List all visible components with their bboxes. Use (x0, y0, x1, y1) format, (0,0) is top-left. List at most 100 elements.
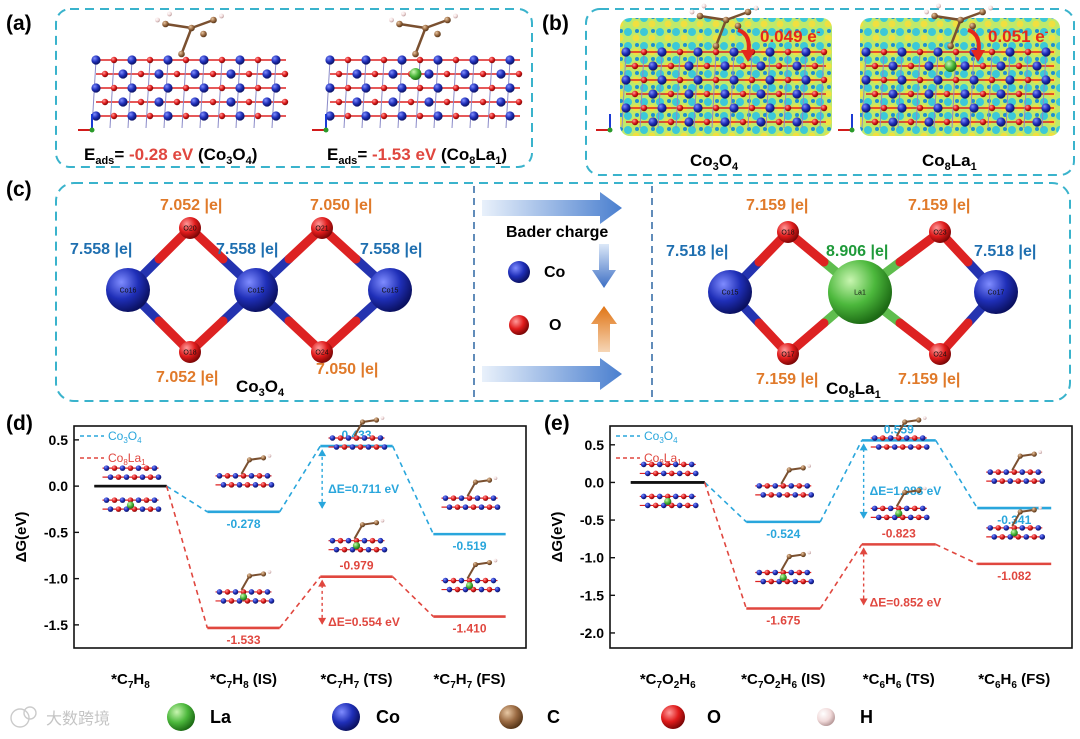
energy-connector (935, 439, 978, 509)
y-tick-label: -2.0 (580, 625, 604, 641)
panel-d-label: (d) (6, 412, 33, 435)
legend-h-label: H (860, 707, 873, 727)
panel-b-co8la1-name: Co8La1 (922, 151, 977, 173)
energy-value-label: -0.979 (339, 559, 373, 573)
energy-value-label: -1.675 (766, 613, 800, 627)
bader-arrow-up-orange (591, 306, 617, 352)
adsorption-snapshot (328, 518, 388, 553)
watermark: 大数跨境 (10, 706, 110, 728)
legend-entry: Co3O4 (108, 429, 142, 445)
bader-co8la1-o-bottom-right: 7.159 |e| (898, 371, 960, 388)
eads-co8la1-text: Eads= -1.53 eV (Co8La1) (327, 145, 507, 167)
y-tick-label: 0.0 (49, 478, 69, 494)
adsorption-snapshot (328, 416, 388, 450)
legend-la-sphere (167, 703, 195, 731)
plot-frame (73, 425, 527, 649)
energy-connector (703, 482, 748, 609)
bader-co3o4-o-top-left: 7.052 |e| (160, 197, 222, 214)
atom-o-bottom-right (929, 343, 951, 365)
adsorption-snapshot (639, 493, 699, 509)
panel-a-label: (a) (6, 12, 32, 35)
panel-b-label: (b) (542, 12, 569, 35)
adsorption-snapshot (986, 506, 1046, 540)
atom-o-bottom-right-label: O24 (933, 352, 946, 359)
x-category-label: *C7H8 (111, 671, 150, 691)
adsorption-snapshot (441, 476, 501, 510)
barrier-arrowhead-down (318, 501, 327, 509)
y-tick-label: -1.0 (44, 571, 68, 587)
x-category-label: *C7O2H6 (640, 671, 696, 691)
bader-co8la1-la-center: 8.906 |e| (826, 243, 888, 260)
atom-co-right (368, 268, 412, 312)
legend-la-label: La (210, 707, 232, 727)
y-tick-label: -0.5 (44, 524, 68, 540)
atom-la-center (828, 260, 892, 324)
energy-connector (391, 445, 435, 535)
x-category-label: *C6H6 (TS) (863, 671, 935, 691)
energy-value-label: -0.524 (766, 527, 800, 541)
charge-co3o4-text: 0.049 e- (760, 26, 821, 46)
legend-c-label: C (547, 707, 560, 727)
energy-connector (819, 440, 863, 523)
bader-co3o4-o-bottom-right: 7.050 |e| (316, 361, 378, 378)
atom-co-right-label: Co17 (988, 290, 1005, 297)
x-category-label: *C7H7 (FS) (434, 671, 506, 691)
adsorption-snapshot (102, 465, 162, 480)
y-tick-label: -1.5 (44, 617, 68, 633)
atom-o-bottom-left-label: O17 (781, 352, 794, 359)
adsorption-snapshot (870, 416, 930, 450)
legend-o-sphere (661, 705, 685, 729)
panel-c-label: (c) (6, 178, 32, 201)
energy-connector (278, 445, 322, 513)
bader-legend-co-label: Co (544, 264, 566, 281)
bader-co3o4-o-top-right: 7.050 |e| (310, 197, 372, 214)
barrier-arrowhead-up (859, 547, 868, 555)
energy-connector (166, 485, 208, 513)
energy-value-label: -1.082 (997, 569, 1031, 583)
legend-c-sphere (499, 705, 523, 729)
atom-co-left-label: Co15 (722, 290, 739, 297)
legend-entry: Co8La1 (644, 451, 682, 467)
energy-connector (935, 543, 978, 565)
adsorption-snapshot (102, 497, 162, 512)
bader-legend-co-sphere (508, 261, 530, 283)
panel-c-frame (55, 182, 1071, 402)
energy-connector (704, 481, 747, 523)
x-category-label: *C6H6 (FS) (978, 671, 1050, 691)
atom-o-top-right-label: O21 (315, 226, 328, 233)
adsorption-snapshot (986, 450, 1046, 484)
y-tick-label: 0.5 (585, 437, 605, 453)
energy-profile-chart-d: 0.50.0-0.5-1.0-1.5ΔG(eV)*C7H8*C7H8 (IS)*… (13, 416, 527, 691)
bader-arrow-bottom (482, 358, 622, 390)
barrier-label: ΔE=0.554 eV (328, 615, 400, 629)
charge-density-co8la1 (860, 3, 1060, 136)
legend-entry: Co8La1 (108, 451, 146, 467)
adsorption-snapshot (215, 570, 275, 604)
legend-co-label: Co (376, 707, 400, 727)
adsorption-snapshot (639, 461, 699, 477)
charge-transfer-arrowhead-right (971, 50, 985, 62)
atom-o-top-right (311, 217, 333, 239)
watermark-text: 大数跨境 (46, 709, 110, 728)
y-axis-title: ΔG(eV) (549, 512, 566, 563)
bader-arrow-down-blue (592, 244, 616, 288)
atom-la-center-label: La1 (854, 290, 866, 297)
barrier-arrowhead-up (318, 449, 327, 457)
energy-profile-chart-e: 0.50.0-0.5-1.0-1.5-2.0ΔG(eV)*C7O2H6*C7O2… (549, 416, 1073, 691)
legend-entry: Co3O4 (644, 429, 678, 445)
atom-o-top-left (179, 217, 201, 239)
charge-density-co3o4 (620, 3, 832, 136)
plot-frame (609, 425, 1073, 649)
legend-o-label: O (707, 707, 721, 727)
bader-co8la1-co-left: 7.518 |e| (666, 243, 728, 260)
adsorption-snapshot (215, 454, 275, 488)
adsorption-snapshot (870, 486, 930, 521)
bader-co3o4-co-right: 7.558 |e| (360, 241, 422, 258)
legend-h-sphere (817, 708, 835, 726)
atom-o-top-right (929, 221, 951, 243)
bader-co8la1-o-top-left: 7.159 |e| (746, 197, 808, 214)
bader-co8la1-o-top-right: 7.159 |e| (908, 197, 970, 214)
energy-connector (279, 576, 321, 629)
atom-co-left (708, 270, 752, 314)
x-category-label: *C7O2H6 (IS) (741, 671, 825, 691)
